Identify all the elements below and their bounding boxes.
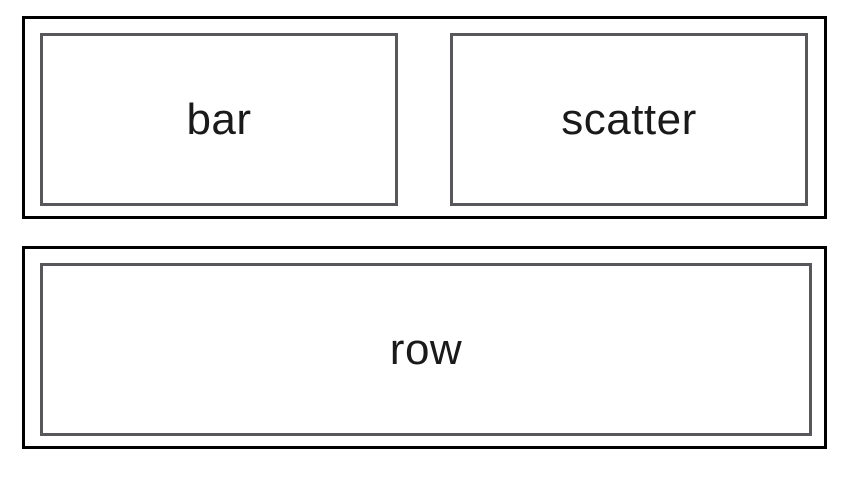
layout-row-top: bar scatter: [22, 16, 827, 219]
scatter-label: scatter: [561, 94, 697, 144]
scatter-panel: scatter: [450, 33, 808, 206]
row-panel: row: [40, 263, 812, 436]
bar-panel: bar: [40, 33, 398, 206]
bar-label: bar: [186, 94, 252, 144]
layout-row-bottom: row: [22, 246, 827, 449]
row-label: row: [389, 324, 463, 374]
